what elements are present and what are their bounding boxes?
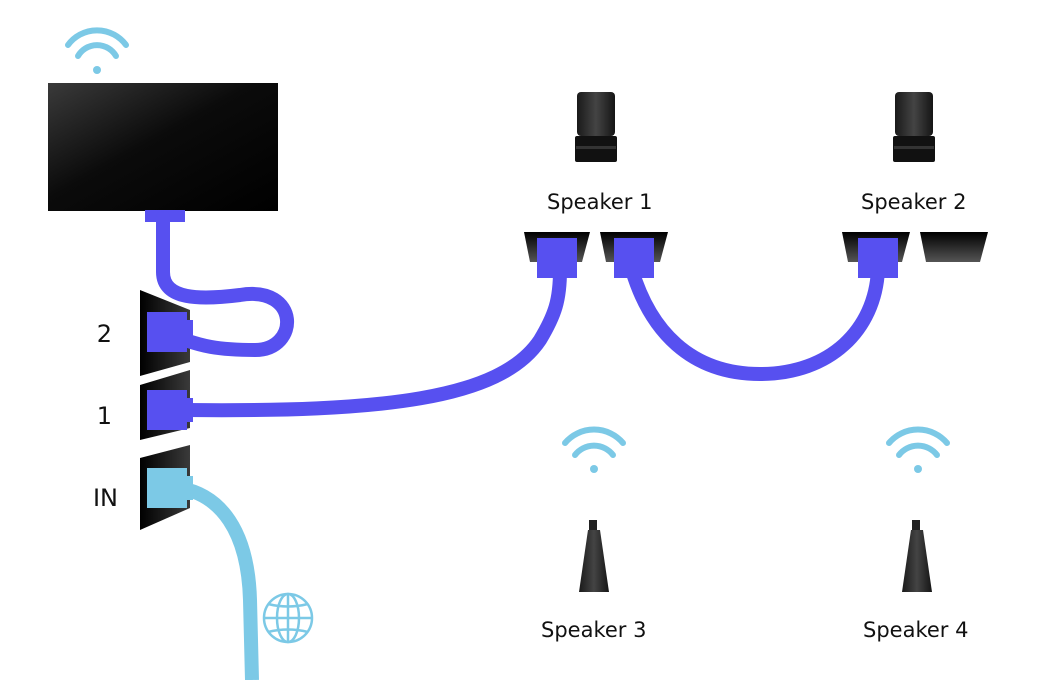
tv-wifi-icon	[65, 27, 129, 74]
speaker-2-label: Speaker 2	[861, 190, 967, 214]
router-port-1-plug-tip	[187, 398, 193, 422]
speaker-4-device	[902, 520, 932, 592]
cable-tv-to-port-2	[156, 211, 294, 358]
speaker-1-label: Speaker 1	[547, 190, 653, 214]
cable-port-1-to-speaker-1	[178, 263, 567, 418]
speaker-4-wifi-icon	[886, 426, 950, 473]
speaker-3-label: Speaker 3	[541, 618, 647, 642]
router-port-in-plug	[147, 468, 187, 508]
speaker-1-plug-a	[537, 238, 577, 278]
cable-speaker-1-to-speaker-2	[625, 263, 885, 382]
router-port-1-label: 1	[96, 402, 112, 430]
router-port-1-plug	[147, 390, 187, 430]
router-port-in-plug-tip	[187, 476, 193, 500]
speaker-2-device	[893, 92, 935, 162]
speaker-4-label: Speaker 4	[863, 618, 969, 642]
speaker-3-wifi-icon	[562, 426, 626, 473]
cable-in-to-internet	[178, 481, 259, 680]
router-port-2-label: 2	[96, 320, 112, 348]
globe-icon	[262, 592, 314, 644]
speaker-2-plug	[858, 238, 898, 278]
speaker-1-device	[575, 92, 617, 162]
router-port-2-plug-tip	[187, 320, 193, 344]
speaker-3-device	[579, 520, 609, 592]
speaker-2-socket-b	[920, 232, 988, 262]
tv	[48, 83, 278, 211]
router-port-in-label: IN	[92, 484, 118, 512]
router-port-2-plug	[147, 312, 187, 352]
speaker-1-plug-b	[614, 238, 654, 278]
